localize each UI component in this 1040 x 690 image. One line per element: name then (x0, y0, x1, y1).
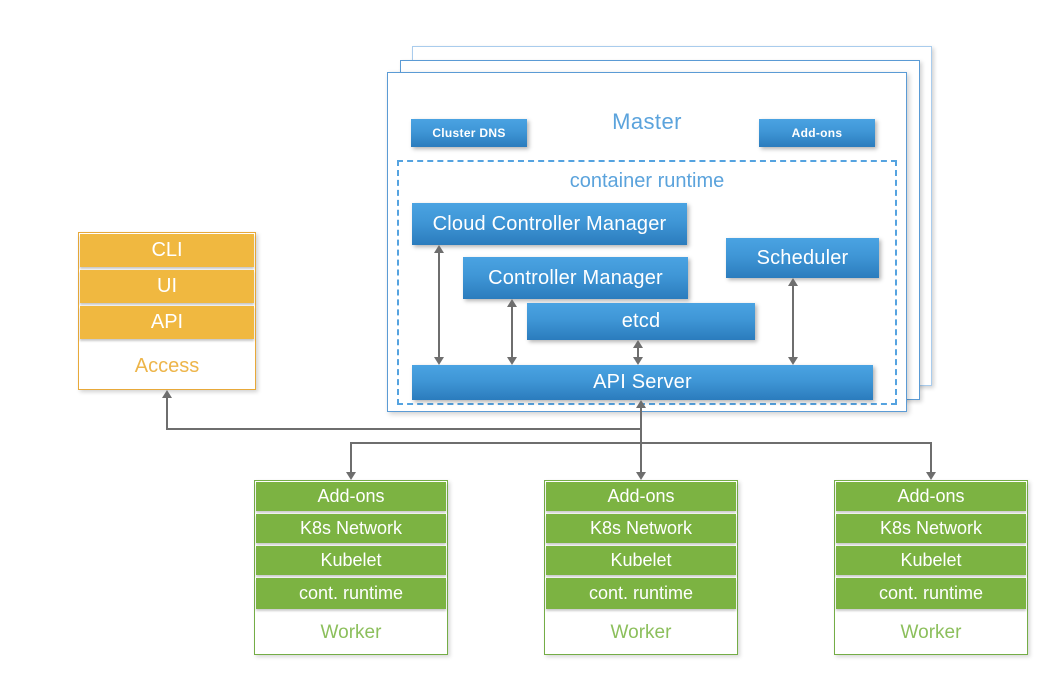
access-row-cli[interactable]: CLI (80, 234, 254, 267)
cm-api-connector (511, 307, 513, 357)
access-bus-riser (166, 398, 168, 430)
worker-2-row-addons[interactable]: Add-ons (546, 482, 736, 511)
worker-3-row-network[interactable]: K8s Network (836, 514, 1026, 543)
worker-1-row-network[interactable]: K8s Network (256, 514, 446, 543)
scheduler-box[interactable]: Scheduler (726, 238, 879, 278)
master-addons-box[interactable]: Add-ons (759, 119, 875, 147)
access-row-ui[interactable]: UI (80, 270, 254, 303)
worker-3-row-runtime[interactable]: cont. runtime (836, 578, 1026, 609)
access-frame-label: Access (134, 354, 200, 377)
worker-1-row-runtime[interactable]: cont. runtime (256, 578, 446, 609)
worker-3-row-addons[interactable]: Add-ons (836, 482, 1026, 511)
cloud-controller-manager-box[interactable]: Cloud Controller Manager (412, 203, 687, 245)
ccm-arrow-up (434, 245, 444, 253)
api-server-bus-arrow-up (636, 400, 646, 408)
cm-arrow-up (507, 299, 517, 307)
etcd-api-connector (637, 348, 639, 357)
worker-1-label: Worker (320, 621, 382, 643)
worker-3-row-kubelet[interactable]: Kubelet (836, 546, 1026, 575)
cm-arrow-down (507, 357, 517, 365)
worker-2-row-network[interactable]: K8s Network (546, 514, 736, 543)
container-runtime-title: container runtime (569, 170, 725, 192)
worker-1-row-kubelet[interactable]: Kubelet (256, 546, 446, 575)
api-server-box[interactable]: API Server (412, 365, 873, 400)
container-runtime-region: container runtime (397, 160, 897, 405)
worker-2-label: Worker (610, 621, 672, 643)
worker-bus-horizontal (350, 442, 932, 444)
worker-3-arrow-down (926, 472, 936, 480)
worker-3-drop (930, 442, 932, 474)
etcd-arrow-down (633, 357, 643, 365)
worker-3-label: Worker (900, 621, 962, 643)
etcd-box[interactable]: etcd (527, 303, 755, 340)
worker-2-row-runtime[interactable]: cont. runtime (546, 578, 736, 609)
ccm-api-connector (438, 253, 440, 357)
scheduler-arrow-down (788, 357, 798, 365)
access-row-api[interactable]: API (80, 306, 254, 339)
master-title: Master (612, 109, 682, 134)
api-server-bus-vertical (640, 408, 642, 474)
controller-manager-box[interactable]: Controller Manager (463, 257, 688, 299)
scheduler-arrow-up (788, 278, 798, 286)
access-bus-horizontal (166, 428, 642, 430)
worker-1-row-addons[interactable]: Add-ons (256, 482, 446, 511)
cluster-dns-box[interactable]: Cluster DNS (411, 119, 527, 147)
worker-2-row-kubelet[interactable]: Kubelet (546, 546, 736, 575)
worker-1-arrow-down (346, 472, 356, 480)
worker-1-drop (350, 442, 352, 474)
ccm-arrow-down (434, 357, 444, 365)
etcd-arrow-up (633, 340, 643, 348)
worker-2-arrow-down (636, 472, 646, 480)
scheduler-api-connector (792, 286, 794, 357)
access-arrow-up (162, 390, 172, 398)
